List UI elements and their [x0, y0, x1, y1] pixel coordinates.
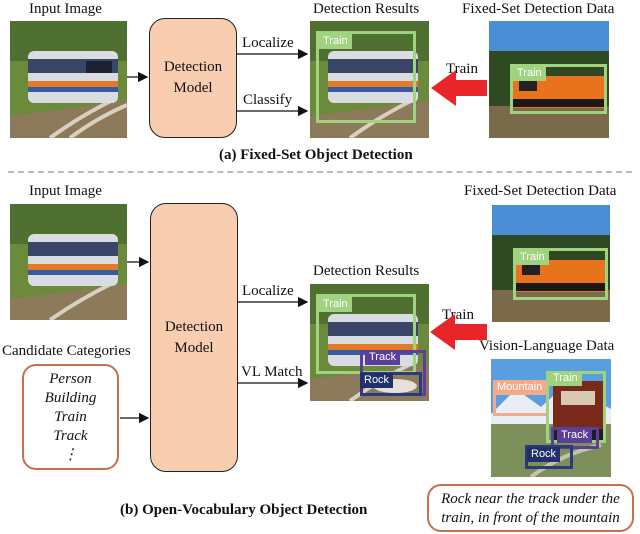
top-model-line2: Model — [173, 80, 213, 96]
top-localize-label: Localize — [242, 35, 294, 51]
vl-rock-box — [525, 445, 573, 469]
vl-text-line2: train, in front of the mountain — [441, 510, 620, 526]
bottom-input-image-label: Input Image — [29, 183, 102, 199]
candidate-person: Person — [49, 371, 92, 387]
vl-data-label: Vision-Language Data — [479, 338, 615, 354]
bottom-result-train-tag: Train — [319, 297, 352, 312]
bottom-caption: (b) Open-Vocabulary Object Detection — [120, 502, 368, 518]
vl-data-photo: Mountain Train Track Rock — [491, 359, 611, 477]
bottom-result-rock-tag: Rock — [360, 373, 394, 388]
vl-match-label: VL Match — [241, 364, 303, 380]
top-fixed-data-label: Fixed-Set Detection Data — [462, 1, 615, 17]
bottom-model-line2: Model — [174, 339, 214, 356]
top-fixed-train-tag: Train — [513, 66, 546, 81]
vl-text-description: Rock near the track under the train, in … — [427, 484, 634, 532]
top-result-photo: Train — [310, 21, 429, 138]
candidates-label: Candidate Categories — [2, 343, 131, 359]
vl-track-tag: Track — [557, 428, 593, 443]
bottom-model-line1: Detection — [164, 318, 224, 335]
top-input-photo — [10, 21, 127, 138]
candidate-train: Train — [54, 409, 87, 425]
vl-train-tag: Train — [549, 371, 582, 386]
bottom-train-red-arrow — [430, 314, 487, 350]
top-results-label: Detection Results — [313, 1, 420, 17]
top-fixed-data-photo: Train — [489, 21, 609, 138]
bottom-results-label: Detection Results — [313, 263, 420, 279]
bottom-fixed-data-photo: Train — [492, 205, 610, 322]
candidate-more: ⋮ — [63, 447, 78, 463]
top-input-image-label: Input Image — [29, 1, 102, 17]
vl-rock-tag: Rock — [527, 447, 561, 462]
bottom-result-photo: Train Track Rock — [310, 284, 429, 401]
top-train-red-arrow — [431, 70, 487, 106]
bottom-fixed-data-label: Fixed-Set Detection Data — [464, 183, 617, 199]
bottom-localize-label: Localize — [242, 283, 294, 299]
top-fixed-train-box — [510, 64, 607, 114]
top-model-line1: Detection — [163, 59, 223, 75]
top-classify-label: Classify — [243, 92, 293, 108]
bottom-fixed-train-box — [513, 248, 608, 300]
bottom-fixed-train-tag: Train — [516, 250, 549, 265]
bottom-result-track-tag: Track — [365, 350, 401, 365]
candidate-building: Building — [44, 390, 97, 406]
top-caption: (a) Fixed-Set Object Detection — [219, 147, 413, 163]
section-divider — [8, 171, 632, 173]
top-result-train-tag: Train — [319, 34, 352, 49]
top-result-train-box — [316, 31, 416, 123]
vl-mountain-tag: Mountain — [493, 380, 547, 395]
bottom-input-photo — [10, 204, 127, 320]
candidate-categories-box: Person Building Train Track ⋮ — [22, 364, 119, 470]
candidate-track: Track — [53, 428, 88, 444]
vl-text-line1: Rock near the track under the — [441, 491, 620, 507]
